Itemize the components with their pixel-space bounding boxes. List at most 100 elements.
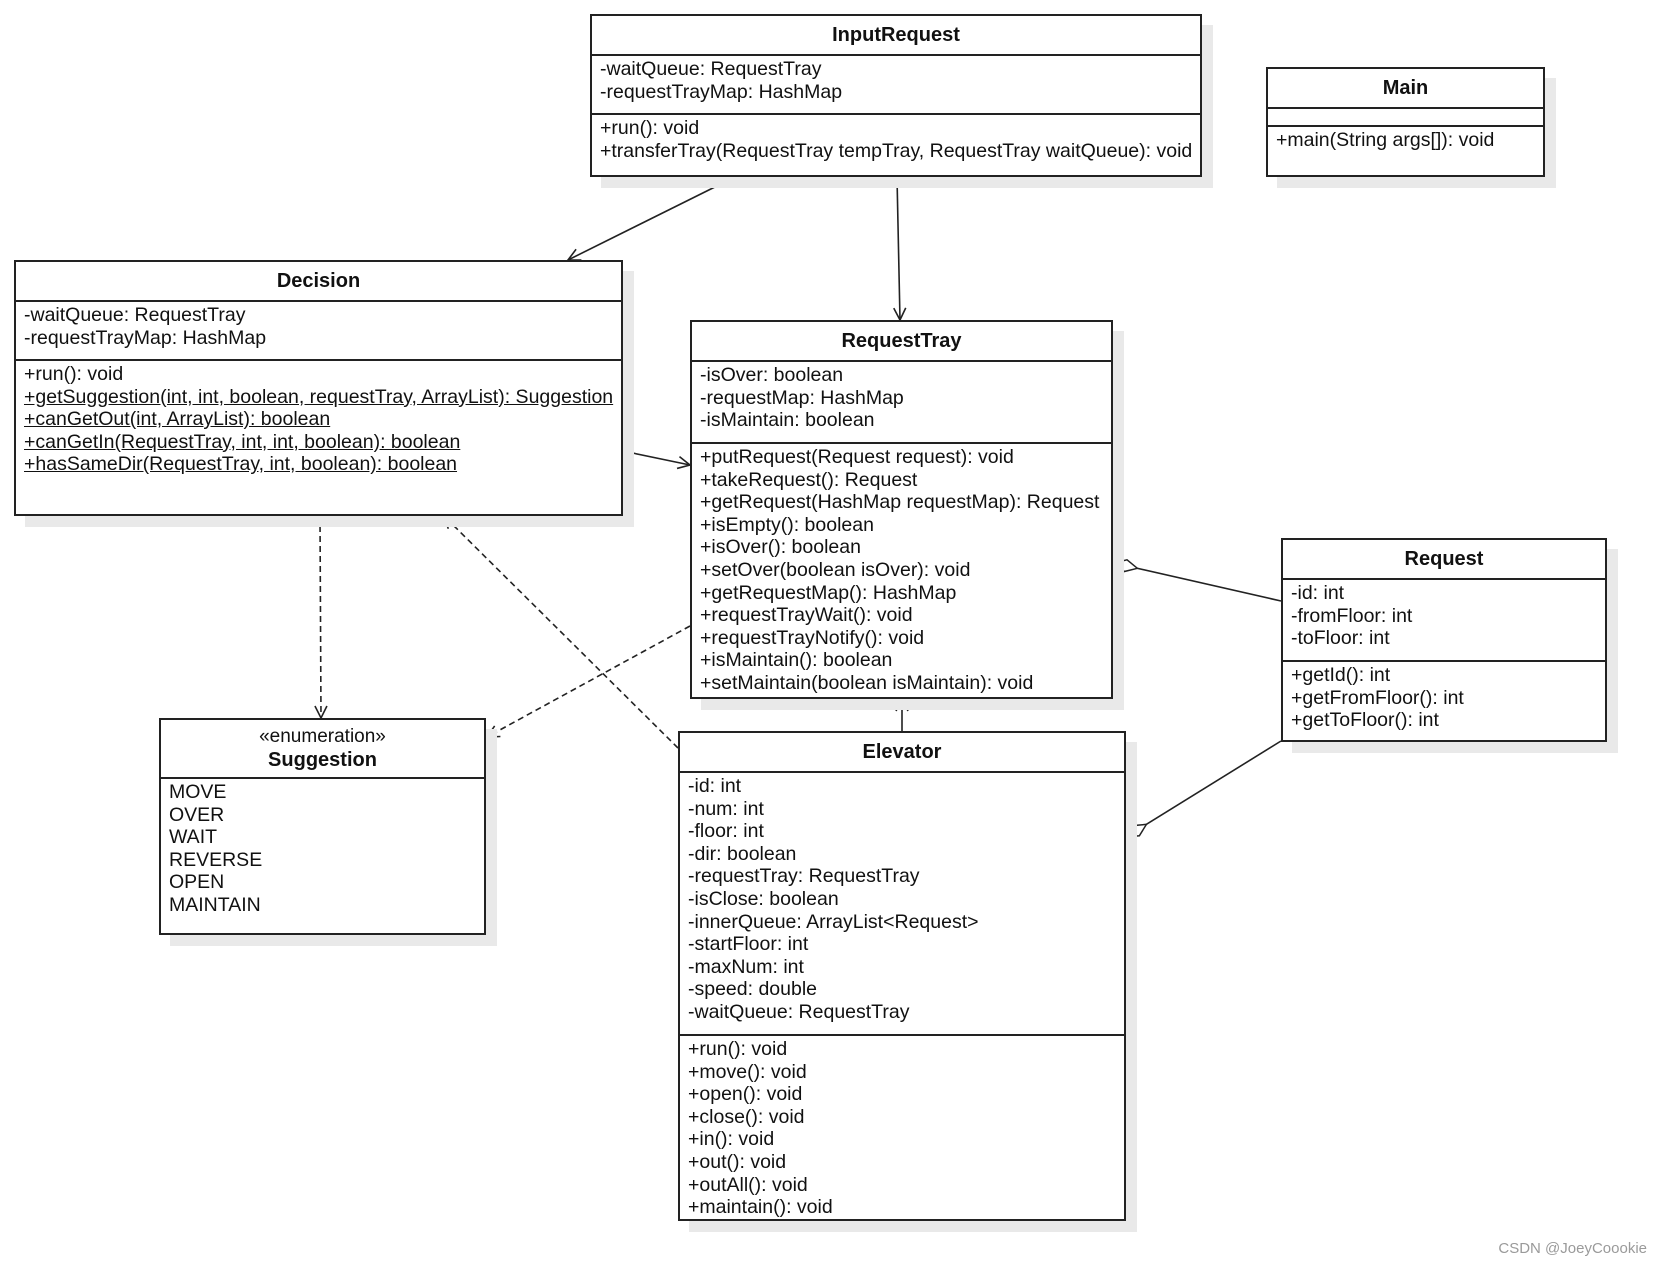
dependency-decision-suggestion xyxy=(320,515,321,718)
attributes-section: -id: int -fromFloor: int -toFloor: int xyxy=(1283,580,1605,660)
operation: +outAll(): void xyxy=(688,1173,808,1196)
class-header: Main xyxy=(1268,69,1543,109)
attribute: -isMaintain: boolean xyxy=(700,409,875,432)
class-name: Main xyxy=(1382,77,1429,99)
class-requesttray[interactable]: RequestTray -isOver: boolean -requestMap… xyxy=(690,320,1113,699)
dependency-requesttray-suggestion xyxy=(487,625,691,737)
attribute: -num: int xyxy=(688,797,764,820)
attribute: -speed: double xyxy=(688,978,818,1001)
literals-section: MOVE OVER WAIT REVERSE OPEN MAINTAIN xyxy=(161,779,484,919)
operation-static: +hasSameDir(RequestTray, int, boolean): … xyxy=(24,453,458,476)
enum-literal: MAINTAIN xyxy=(169,893,261,916)
operation: +isOver(): boolean xyxy=(700,536,861,559)
operation: +isEmpty(): boolean xyxy=(700,513,874,536)
attribute: -isOver: boolean xyxy=(700,364,844,386)
class-header: Decision xyxy=(16,262,621,302)
association-decision-requesttray xyxy=(622,450,690,465)
operation: +out(): void xyxy=(688,1150,787,1173)
operation: +isMaintain(): boolean xyxy=(700,649,893,672)
operation: +run(): void xyxy=(688,1038,788,1060)
operation: +main(String args[]): void xyxy=(1276,129,1495,151)
dependency-elevator-decision xyxy=(444,516,679,749)
enum-literal: REVERSE xyxy=(169,848,263,871)
attribute: -floor: int xyxy=(688,820,764,843)
operation: +transferTray(RequestTray tempTray, Requ… xyxy=(600,139,1193,162)
enum-literal: WAIT xyxy=(169,826,218,849)
attribute: -waitQueue: RequestTray xyxy=(24,304,246,326)
operation: +getRequestMap(): HashMap xyxy=(700,581,957,604)
operation: +in(): void xyxy=(688,1128,775,1151)
operations-section: +main(String args[]): void xyxy=(1268,125,1543,154)
enum-suggestion[interactable]: «enumeration» Suggestion MOVE OVER WAIT … xyxy=(159,718,486,935)
attribute: -id: int xyxy=(688,775,742,797)
operation: +run(): void xyxy=(600,117,700,139)
aggregation-request-elevator xyxy=(1126,740,1282,837)
enum-stereotype: «enumeration» xyxy=(259,725,386,747)
class-name: Request xyxy=(1404,548,1484,570)
attribute: -waitQueue: RequestTray xyxy=(688,1000,910,1023)
class-name: RequestTray xyxy=(841,330,962,352)
attribute: -requestTrayMap: HashMap xyxy=(24,326,267,349)
attribute: -toFloor: int xyxy=(1291,627,1390,650)
association-inputrequest-decision xyxy=(568,176,736,260)
attributes-section: -waitQueue: RequestTray -requestTrayMap:… xyxy=(16,302,621,359)
class-header: «enumeration» Suggestion xyxy=(161,720,484,779)
operation: +setOver(boolean isOver): void xyxy=(700,558,971,581)
operation: +getId(): int xyxy=(1291,664,1391,686)
operation-static: +canGetOut(int, ArrayList): boolean xyxy=(24,408,331,431)
operation: +close(): void xyxy=(688,1105,805,1128)
class-name: Elevator xyxy=(862,741,942,763)
operation-static: +getSuggestion(int, int, boolean, reques… xyxy=(24,385,614,408)
enum-literal: OVER xyxy=(169,803,225,826)
aggregation-request-requesttray xyxy=(1114,563,1282,602)
attributes-section xyxy=(1268,109,1543,125)
attribute: -isClose: boolean xyxy=(688,887,839,910)
class-header: Request xyxy=(1283,540,1605,580)
class-decision[interactable]: Decision -waitQueue: RequestTray -reques… xyxy=(14,260,623,516)
attribute: -maxNum: int xyxy=(688,955,804,978)
operation: +getToFloor(): int xyxy=(1291,709,1439,732)
attribute: -waitQueue: RequestTray xyxy=(600,58,822,80)
class-header: RequestTray xyxy=(692,322,1111,362)
class-inputrequest[interactable]: InputRequest -waitQueue: RequestTray -re… xyxy=(590,14,1202,177)
operation: +run(): void xyxy=(24,363,124,385)
operation: +requestTrayNotify(): void xyxy=(700,626,925,649)
operations-section: +run(): void +getSuggestion(int, int, bo… xyxy=(16,359,621,478)
attribute: -fromFloor: int xyxy=(1291,604,1413,627)
watermark: CSDN @JoeyCoookie xyxy=(1498,1240,1647,1257)
class-name: Decision xyxy=(276,270,361,292)
attribute: -requestTray: RequestTray xyxy=(688,865,920,888)
class-name: Suggestion xyxy=(268,748,377,771)
attribute: -requestMap: HashMap xyxy=(700,386,904,409)
class-header: Elevator xyxy=(680,733,1124,773)
operations-section: +run(): void +transferTray(RequestTray t… xyxy=(592,113,1200,164)
attribute: -requestTrayMap: HashMap xyxy=(600,80,843,103)
operation: +putRequest(Request request): void xyxy=(700,446,1014,468)
operations-section: +run(): void +move(): void +open(): void… xyxy=(680,1034,1124,1221)
attribute: -startFloor: int xyxy=(688,933,809,956)
operation: +getFromFloor(): int xyxy=(1291,686,1464,709)
operations-section: +putRequest(Request request): void +take… xyxy=(692,442,1111,697)
attribute: -dir: boolean xyxy=(688,842,797,865)
attributes-section: -id: int -num: int -floor: int -dir: boo… xyxy=(680,773,1124,1034)
operation: +setMaintain(boolean isMaintain): void xyxy=(700,671,1034,694)
operation: +maintain(): void xyxy=(688,1196,833,1219)
operation-static: +canGetIn(RequestTray, int, int, boolean… xyxy=(24,430,461,453)
operation: +move(): void xyxy=(688,1060,807,1083)
class-elevator[interactable]: Elevator -id: int -num: int -floor: int … xyxy=(678,731,1126,1221)
operation: +open(): void xyxy=(688,1083,803,1106)
class-header: InputRequest xyxy=(592,16,1200,56)
operation: +requestTrayWait(): void xyxy=(700,604,913,627)
operation: +getRequest(HashMap requestMap): Request xyxy=(700,491,1100,514)
class-request[interactable]: Request -id: int -fromFloor: int -toFloo… xyxy=(1281,538,1607,742)
class-main[interactable]: Main +main(String args[]): void xyxy=(1266,67,1545,177)
operation: +takeRequest(): Request xyxy=(700,468,918,491)
enum-literal: MOVE xyxy=(169,781,227,803)
attribute: -innerQueue: ArrayList<Request> xyxy=(688,910,979,933)
operations-section: +getId(): int +getFromFloor(): int +getT… xyxy=(1283,660,1605,734)
association-inputrequest-requesttray xyxy=(897,176,900,320)
enum-literal: OPEN xyxy=(169,871,225,894)
attributes-section: -waitQueue: RequestTray -requestTrayMap:… xyxy=(592,56,1200,113)
attributes-section: -isOver: boolean -requestMap: HashMap -i… xyxy=(692,362,1111,442)
attribute: -id: int xyxy=(1291,582,1345,604)
